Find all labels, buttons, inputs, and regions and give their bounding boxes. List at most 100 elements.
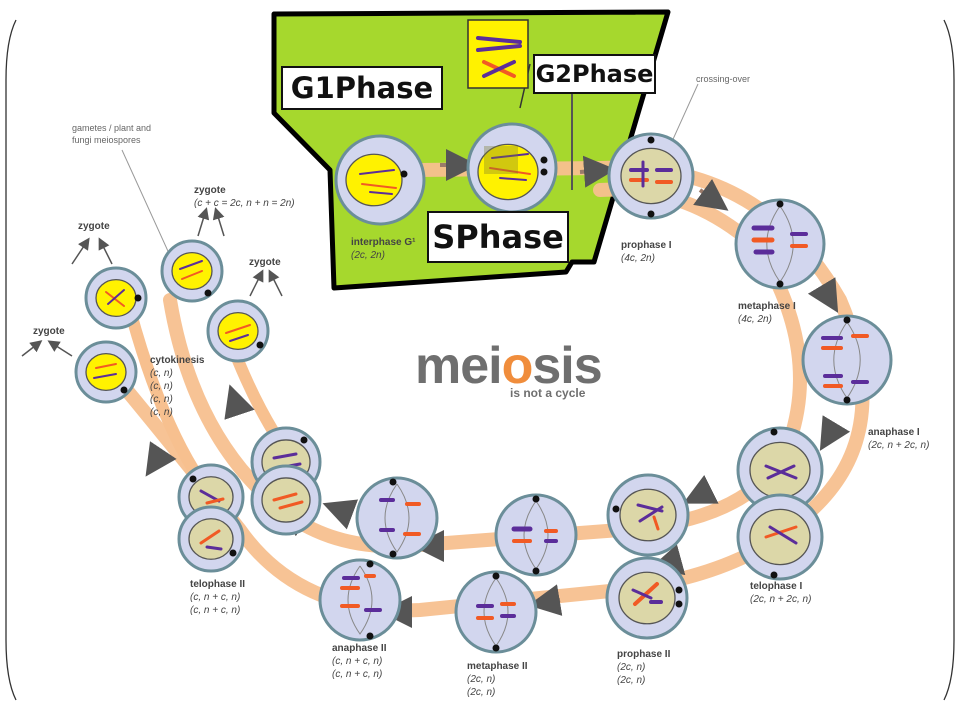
stage-ploidy: (c, n + c, n) — [190, 592, 241, 603]
chromosome — [482, 60, 516, 78]
flow-arrow — [145, 441, 177, 477]
metaphase-1-label: metaphase I(4c, 2n) — [738, 300, 796, 326]
stage-name: interphase G¹ — [351, 237, 416, 248]
inset-frame — [467, 19, 529, 89]
nucleus — [171, 251, 213, 291]
g1-phase-box: G1Phase — [281, 66, 443, 110]
centrosome — [770, 571, 778, 579]
gamete-cell-1 — [84, 266, 148, 330]
stage-ploidy: (2c, 2n) — [351, 250, 385, 261]
sphase-cell — [466, 122, 558, 214]
cell-membrane — [734, 198, 826, 290]
cell-membrane — [801, 314, 893, 406]
nucleus — [188, 518, 234, 560]
centrosome — [492, 572, 500, 580]
s-phase-box: SPhase — [427, 211, 569, 263]
zygote-arrow — [98, 237, 113, 265]
chromosome — [205, 545, 223, 551]
chromosome — [359, 169, 395, 175]
zygote-arrow — [71, 237, 90, 265]
centrosome — [540, 156, 548, 164]
stage-name: telophase I — [750, 581, 803, 592]
stage-ploidy: (c, n + c, n) — [332, 669, 383, 680]
chromosome — [491, 153, 529, 159]
gametes-pointer — [121, 149, 173, 261]
centrosome — [843, 396, 851, 404]
stage-name: telophase II — [190, 579, 246, 590]
stage-ploidy: (2c, n) — [617, 675, 646, 686]
telophase-2-label: telophase II(c, n + c, n)(c, n + c, n) — [190, 578, 245, 617]
zygote-arrow — [249, 269, 264, 297]
telophase-1-bottom-cell — [736, 493, 824, 581]
stage-ploidy: (c, n) — [150, 394, 173, 405]
cytokinesis-label: cytokinesis(c, n)(c, n)(c, n)(c, n) — [150, 354, 204, 419]
right-frame-bracket — [943, 19, 955, 701]
stage-ploidy: (c, n) — [150, 368, 173, 379]
stage-ploidy: (2c, n) — [617, 662, 646, 673]
centrosome — [229, 549, 237, 557]
stage-ploidy: (c, n + c, n) — [332, 656, 383, 667]
stage-ploidy: (c, n) — [150, 407, 173, 418]
zygote-label-text: zygote — [194, 185, 226, 196]
centrosome — [400, 170, 408, 178]
anaphase-2-upper-cell — [355, 476, 439, 560]
centrosome — [256, 341, 264, 349]
nucleus — [620, 147, 682, 205]
metaphase-1-cell — [734, 198, 826, 290]
centrosome — [612, 505, 620, 513]
chromosome — [768, 525, 798, 545]
stage-name: anaphase I — [868, 427, 920, 438]
cell-membrane — [494, 493, 578, 577]
metaphase-2-label: metaphase II(2c, n)(2c, n) — [467, 660, 528, 699]
chromosome — [361, 183, 397, 189]
centrosome — [204, 289, 212, 297]
centrosome — [532, 567, 540, 575]
g1-cell — [334, 134, 426, 226]
zygote-label-3: zygote — [249, 256, 281, 269]
flow-arrow — [693, 178, 729, 211]
cell-membrane — [454, 570, 538, 654]
branch-track-b — [124, 304, 206, 486]
anaphase-1-label: anaphase I(2c, n + 2c, n) — [868, 426, 929, 452]
stage-name: metaphase II — [467, 661, 528, 672]
nucleus — [261, 477, 311, 523]
centrosome — [389, 478, 397, 486]
nucleus — [85, 352, 127, 392]
flow-arrow — [224, 384, 255, 420]
anaphase-2-label: anaphase II (c, n + c, n) (c, n + c, n) — [332, 642, 386, 681]
prophase-2-upper-cell — [606, 473, 690, 557]
flow-arrow — [579, 155, 616, 188]
centrosome — [675, 586, 683, 594]
gamete-cell-3 — [206, 299, 270, 363]
chromosome — [179, 260, 203, 270]
chromosome — [369, 191, 393, 195]
nucleus — [345, 153, 403, 207]
prophase-1-label: prophase I(4c, 2n) — [621, 239, 672, 265]
chromosome — [229, 334, 249, 342]
chromosome — [225, 324, 251, 334]
anaphase-1-cell — [801, 314, 893, 406]
gamete-cell-4 — [74, 340, 138, 404]
g2-phase-box: G2Phase — [533, 54, 656, 94]
chromosome — [489, 167, 531, 175]
chromosome — [95, 363, 117, 369]
stage-name: anaphase II — [332, 643, 387, 654]
zygote-arrow — [21, 340, 43, 357]
metaphase-2-lower-cell — [454, 570, 538, 654]
telophase-2-bottom-cell — [250, 464, 322, 536]
centrosome — [776, 200, 784, 208]
centrosome — [134, 294, 142, 302]
zygote-arrow — [47, 340, 73, 357]
centrosome — [675, 600, 683, 608]
nucleus — [217, 311, 259, 351]
zygote-label-text: zygote — [78, 221, 110, 232]
centrosome — [647, 210, 655, 218]
chromosome — [278, 500, 304, 510]
chromosome — [764, 525, 798, 539]
stage-ploidy: (2c, n + 2c, n) — [750, 594, 812, 605]
centrosome — [776, 280, 784, 288]
flow-arrow — [807, 277, 839, 313]
stage-ploidy: (4c, 2n) — [738, 314, 772, 325]
flow-arrow — [819, 415, 851, 451]
